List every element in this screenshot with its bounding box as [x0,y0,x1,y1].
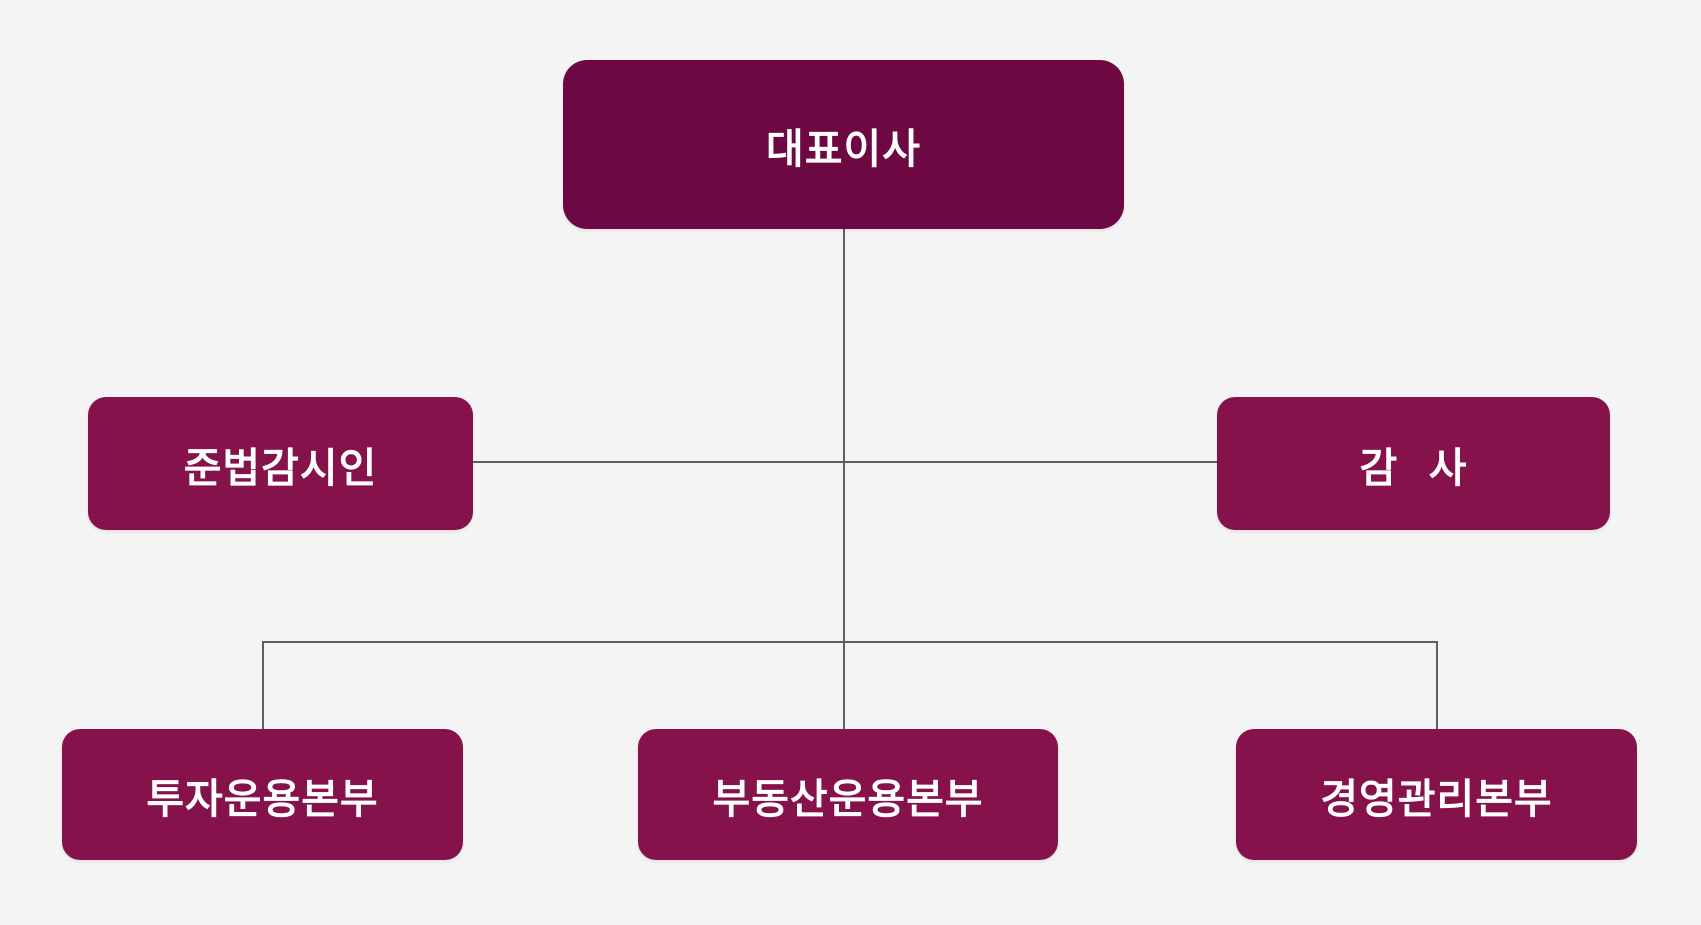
division-label: 부동산운용본부 [712,774,984,823]
ceo-box: 대표이사 [563,60,1124,229]
compliance-officer-label: 준법감시인 [183,443,378,492]
division-box: 투자운용본부 [62,729,463,860]
ceo-label: 대표이사 [766,124,921,173]
compliance-officer-box: 준법감시인 [88,397,473,530]
division-right-drop-line [1436,641,1438,730]
staff-horizontal-line [472,461,1218,463]
ceo-trunk-line [843,228,845,730]
division-box: 부동산운용본부 [638,729,1058,860]
division-label: 투자운용본부 [146,774,379,823]
division-horizontal-line [262,641,1438,643]
auditor-label: 감 사 [1359,443,1468,492]
division-left-drop-line [262,641,264,730]
auditor-box: 감 사 [1217,397,1610,530]
division-label: 경영관리본부 [1320,774,1553,823]
division-box: 경영관리본부 [1236,729,1637,860]
